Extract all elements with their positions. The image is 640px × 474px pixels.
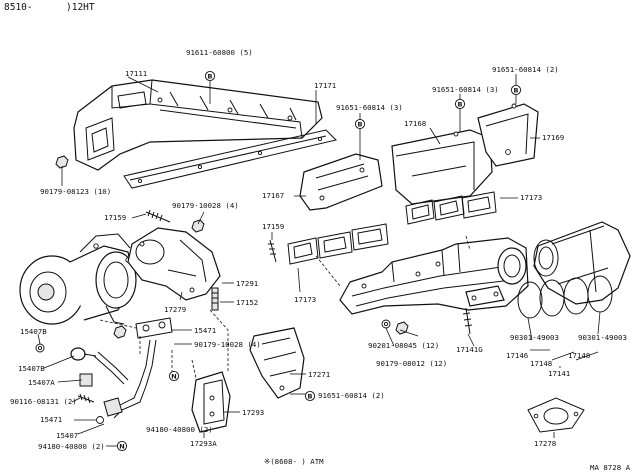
part-label-17173-lower: 17173 (294, 295, 316, 304)
nut-symbol-n-1-icon: N (168, 370, 180, 382)
gasket-15407b-upper-icon[interactable] (35, 343, 45, 353)
part-label-17293a: 17293A (190, 439, 217, 448)
exhaust-pipe-section[interactable] (533, 221, 631, 305)
oil-pipe-15407[interactable] (93, 339, 157, 419)
part-label-17148-b: 17148 (568, 351, 590, 360)
nut-symbol-n-2-icon: N (116, 440, 128, 452)
header-engine-code: )12HT (66, 2, 95, 13)
bolt-symbol-b-1-icon: B (204, 70, 216, 82)
part-label-15407a: 15407A (28, 378, 55, 387)
svg-text:B: B (208, 72, 213, 80)
stud-17159-lower-icon[interactable] (268, 239, 277, 263)
svg-text:B: B (514, 86, 519, 94)
part-label-17271: 17271 (308, 370, 330, 379)
insulator-17167[interactable] (299, 153, 383, 211)
exhaust-gasket-upper-17173[interactable] (405, 191, 497, 225)
washer-90201-08045-icon[interactable] (381, 319, 391, 329)
part-label-91651-60814-a: 91651-60814 (3) (336, 103, 403, 112)
svg-text:B: B (358, 120, 363, 128)
stud-17141g-icon[interactable] (462, 307, 473, 335)
part-label-17148-a: 17148 (530, 359, 552, 368)
part-label-17159-right: 17159 (262, 222, 284, 231)
part-label-17173-upper: 17173 (520, 193, 542, 202)
turbo-insulator-17271[interactable] (249, 327, 305, 399)
union-bolt-15407b-icon[interactable] (70, 347, 97, 361)
stud-17152-icon[interactable] (211, 287, 219, 311)
part-label-17291: 17291 (236, 279, 258, 288)
part-label-17141g: 17141G (456, 345, 483, 354)
part-label-15407b-a: 15407B (20, 327, 47, 336)
insulator-17169[interactable] (477, 103, 539, 167)
part-label-90201-08045: 90201-08045 (12) (368, 341, 439, 350)
gasket-15471-upper[interactable] (135, 317, 173, 339)
intake-manifold-17111[interactable] (73, 79, 323, 171)
nut-90179-10028-upper-icon[interactable] (191, 219, 205, 233)
part-label-17293: 17293 (242, 408, 264, 417)
part-label-91651-60814-b: 91651-60814 (3) (432, 85, 499, 94)
bolt-90116-08131-icon[interactable] (77, 393, 95, 404)
part-label-91651-60814-d: 91651-60814 (2) (318, 391, 385, 400)
intake-gasket[interactable] (123, 129, 337, 189)
part-label-17152: 17152 (236, 298, 258, 307)
svg-text:B: B (308, 392, 313, 400)
svg-text:N: N (171, 372, 176, 380)
nut-90179-10028-lower-icon[interactable] (113, 325, 127, 339)
part-label-90301-49003-b: 90301-49003 (578, 333, 627, 342)
alignment-lines (99, 235, 471, 379)
part-label-17141: 17141 (548, 369, 570, 378)
gasket-17278[interactable] (527, 397, 585, 433)
part-label-94180-40800-a: 94180-40800 (2) (146, 425, 213, 434)
part-label-17111: 17111 (125, 69, 147, 78)
part-label-90116-08131: 90116-08131 (2) (10, 397, 77, 406)
part-label-17168: 17168 (404, 119, 426, 128)
part-label-94180-40800-b: 94180-40800 (2) (38, 442, 105, 451)
part-label-15471-lower: 15471 (40, 415, 62, 424)
stud-17159-upper-icon[interactable] (145, 209, 171, 223)
part-label-90179-08012: 90179-08012 (12) (376, 359, 447, 368)
part-label-91651-60814-c: 91651-60814 (2) (492, 65, 559, 74)
part-label-90179-08123: 90179-08123 (10) (40, 187, 111, 196)
part-label-17167: 17167 (262, 191, 284, 200)
bracket-17293[interactable] (191, 371, 231, 433)
bolt-symbol-b-4-icon: B (510, 84, 522, 96)
part-label-17159-left: 17159 (104, 213, 126, 222)
part-label-17278: 17278 (534, 439, 556, 448)
part-label-15471-upper: 15471 (194, 326, 216, 335)
footer-atm-note: ※(8608- ) ATM (264, 457, 324, 466)
footer-figure-code: MA 8728 A (590, 463, 631, 472)
part-label-15407: 15407 (56, 431, 78, 440)
bolt-symbol-b-2-icon: B (354, 118, 366, 130)
gasket-15471-lower-icon[interactable] (96, 416, 104, 424)
svg-text:N: N (119, 442, 124, 450)
exhaust-manifold-17141[interactable] (339, 237, 529, 315)
exhaust-gasket-lower-17173[interactable] (287, 223, 389, 265)
header-model-range: 8510- (4, 2, 33, 13)
part-label-17171: 17171 (314, 81, 336, 90)
bolt-symbol-b-5-icon: B (304, 390, 316, 402)
part-labels: 17111 91611-60800 (5) 17171 91651-60814 … (10, 48, 627, 451)
part-label-17279: 17279 (164, 305, 186, 314)
bolt-symbol-b-3-icon: B (454, 98, 466, 110)
part-label-90179-10028-lower: 90179-10028 (4) (194, 340, 261, 349)
turbine-outlet-elbow-17279[interactable] (127, 227, 221, 301)
nut-90179-08123-icon[interactable] (55, 155, 69, 169)
part-label-17146: 17146 (506, 351, 528, 360)
turbocharger[interactable] (19, 233, 137, 325)
part-label-91611-60800: 91611-60800 (5) (186, 48, 253, 57)
part-label-90179-10028-upper: 90179-10028 (4) (172, 201, 239, 210)
insulator-17168[interactable] (391, 129, 493, 205)
part-label-17169: 17169 (542, 133, 564, 142)
svg-text:B: B (458, 100, 463, 108)
part-label-90301-49003-a: 90301-49003 (510, 333, 559, 342)
part-label-15407b-b: 15407B (18, 364, 45, 373)
